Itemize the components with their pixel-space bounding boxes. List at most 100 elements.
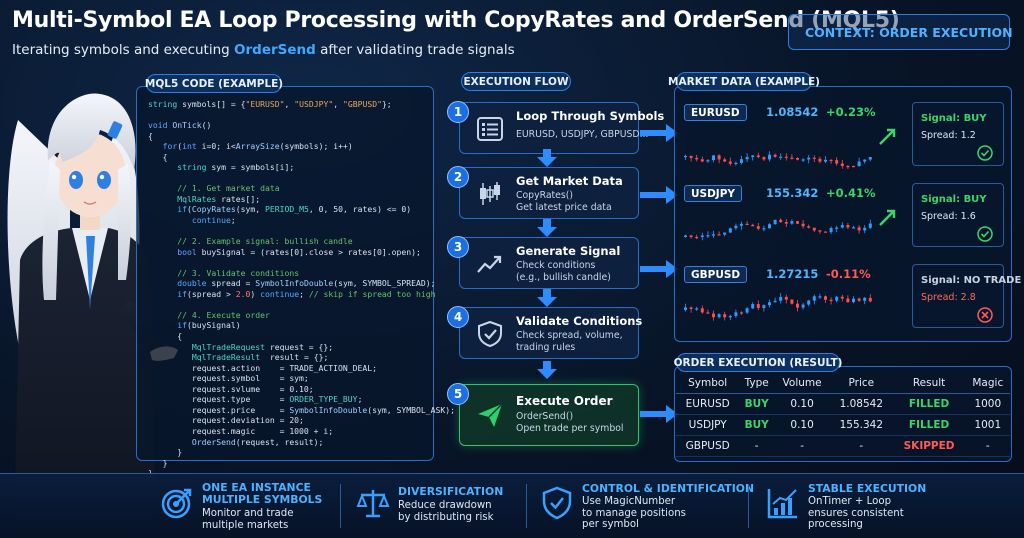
candle-body bbox=[762, 305, 766, 309]
context-badge: CONTEXT: ORDER EXECUTION bbox=[788, 14, 1013, 50]
table-cell: BUY bbox=[739, 393, 775, 415]
candle-body bbox=[773, 154, 777, 157]
arrow-right-icon bbox=[640, 124, 678, 142]
subtitle-highlight: OrderSend bbox=[234, 42, 316, 58]
column-header: Volume bbox=[774, 373, 831, 394]
list-icon bbox=[477, 117, 503, 141]
market-row-usdjpy: USDJPY 155.342 +0.41% Signal: BUY Spread… bbox=[674, 177, 1012, 257]
feature-control-identification: CONTROL & IDENTIFICATION Use MagicNumber… bbox=[540, 480, 754, 532]
symbol-price: 1.08542 bbox=[766, 105, 819, 119]
candle-body bbox=[807, 226, 811, 228]
flow-step-number: 1 bbox=[447, 101, 469, 123]
table-cell: - bbox=[830, 435, 893, 457]
feature-desc: OnTimer + Loop ensures consistent proces… bbox=[808, 496, 904, 530]
candle-body bbox=[740, 159, 743, 163]
candle-body bbox=[846, 225, 850, 228]
signal-box: Signal: NO TRADE Spread: 2.8 bbox=[912, 264, 1021, 328]
candlestick-chart bbox=[684, 209, 896, 241]
candle-body bbox=[857, 298, 861, 301]
candle-body bbox=[700, 308, 704, 313]
flow-step-4: Validate Conditions Check spread, volume… bbox=[459, 307, 642, 359]
table-cell: BUY bbox=[739, 414, 775, 436]
candle-body bbox=[740, 223, 743, 226]
feature-title: STABLE EXECUTION bbox=[808, 482, 927, 495]
symbol-change: +0.41% bbox=[826, 186, 876, 200]
candle-body bbox=[835, 160, 839, 164]
send-icon bbox=[478, 403, 503, 427]
signal-text: Signal: BUY bbox=[921, 194, 987, 205]
arrow-down-icon bbox=[537, 219, 557, 237]
arrow-down-icon bbox=[537, 149, 557, 167]
candle-body bbox=[796, 303, 799, 308]
symbol-price: 1.27215 bbox=[766, 267, 819, 281]
candle-body bbox=[695, 157, 699, 160]
candle-body bbox=[868, 157, 872, 160]
candle-body bbox=[857, 161, 861, 166]
candlestick-chart bbox=[684, 128, 896, 169]
candle-body bbox=[812, 227, 816, 231]
candle-body bbox=[818, 296, 822, 298]
candle-body bbox=[857, 227, 861, 231]
flow-title: EXECUTION FLOW bbox=[461, 72, 571, 91]
candle-body bbox=[818, 230, 822, 232]
flow-step-1: Loop Through Symbols EURUSD, USDJPY, GBP… bbox=[459, 102, 664, 154]
candle-body bbox=[768, 154, 771, 160]
candle-body bbox=[835, 227, 839, 229]
candle-body bbox=[779, 219, 783, 223]
chart-growth-icon bbox=[767, 489, 797, 519]
table-cell: 1001 bbox=[965, 414, 1010, 436]
candle-body bbox=[717, 155, 721, 160]
candle-body bbox=[852, 227, 855, 229]
candle-body bbox=[756, 155, 760, 158]
candle-body bbox=[863, 159, 867, 162]
table-cell: - bbox=[739, 435, 775, 457]
candle-body bbox=[706, 312, 710, 314]
candle-body bbox=[768, 224, 771, 229]
candle-body bbox=[824, 159, 827, 162]
candle-body bbox=[745, 223, 749, 226]
subtitle-post: after validating trade signals bbox=[315, 42, 515, 58]
candle-body bbox=[684, 307, 687, 310]
candle-body bbox=[829, 228, 833, 233]
feature-desc: Reduce drawdown by distributing risk bbox=[398, 500, 494, 523]
candle-body bbox=[684, 235, 687, 237]
candle-body bbox=[734, 162, 738, 165]
table-cell: 155.342 bbox=[830, 414, 893, 436]
column-header: Symbol bbox=[676, 373, 740, 394]
candle-body bbox=[818, 158, 822, 162]
table-cell: GBPUSD bbox=[676, 435, 740, 457]
candle-body bbox=[728, 161, 732, 164]
feature-desc: Use MagicNumber to manage positions per … bbox=[582, 496, 686, 530]
candle-body bbox=[846, 166, 850, 168]
candle-body bbox=[723, 232, 727, 235]
feature-multi-symbol: ONE EA INSTANCE MULTIPLE SYMBOLS Monitor… bbox=[160, 480, 340, 532]
candle-body bbox=[728, 315, 732, 318]
page-subtitle: Iterating symbols and executing OrderSen… bbox=[12, 42, 515, 58]
arrow-right-icon bbox=[640, 260, 678, 278]
flow-step-title: Get Market Data bbox=[516, 174, 623, 188]
candle-body bbox=[712, 234, 715, 236]
candle-body bbox=[723, 159, 727, 162]
candlestick-icon bbox=[480, 182, 500, 205]
candle-body bbox=[829, 299, 833, 301]
signal-text: Signal: BUY bbox=[921, 113, 987, 124]
candle-body bbox=[689, 155, 693, 158]
table-row: GBPUSD - - - SKIPPED - bbox=[676, 435, 1010, 457]
flow-step-3: Generate Signal Check conditions (e.g., … bbox=[459, 237, 639, 289]
column-header: Price bbox=[830, 373, 893, 394]
table-cell: - bbox=[774, 435, 831, 457]
table-cell: FILLED bbox=[892, 393, 966, 415]
candle-body bbox=[751, 224, 755, 227]
candle-body bbox=[706, 160, 710, 162]
table-cell: 1.08542 bbox=[830, 393, 893, 415]
candle-body bbox=[801, 223, 805, 227]
signal-text: Signal: NO TRADE bbox=[921, 275, 1022, 286]
flow-step-title: Loop Through Symbols bbox=[516, 109, 665, 123]
order-table: Symbol Type Volume Price Result Magic EU… bbox=[676, 373, 1010, 457]
candle-body bbox=[717, 234, 721, 236]
feature-title: DIVERSIFICATION bbox=[398, 485, 504, 498]
arrow-down-icon bbox=[537, 361, 557, 379]
trend-arrow-up bbox=[879, 209, 896, 226]
balance-scale-icon bbox=[356, 490, 390, 518]
market-data-title: MARKET DATA (EXAMPLE) bbox=[668, 72, 820, 91]
